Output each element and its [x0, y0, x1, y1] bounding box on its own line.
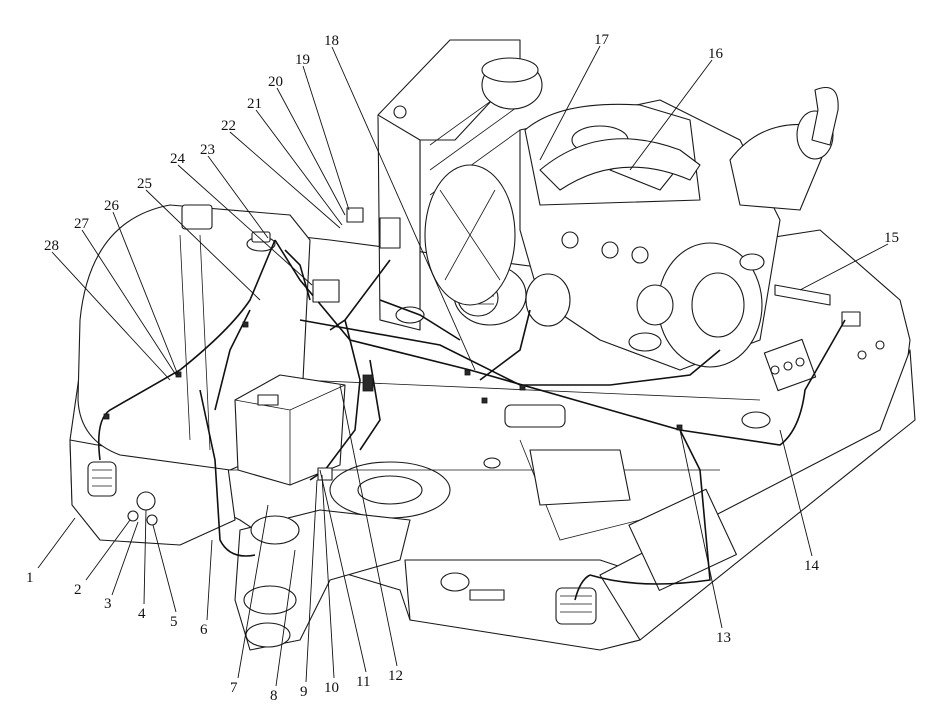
callout-10: 10 — [324, 680, 339, 696]
radiator-pack — [377, 39, 543, 331]
callout-19: 19 — [295, 52, 310, 68]
callout-2: 2 — [74, 582, 82, 598]
callout-23: 23 — [200, 142, 215, 158]
callout-14: 14 — [804, 558, 820, 574]
wiring-harness — [97, 207, 846, 601]
callout-13: 13 — [716, 630, 731, 646]
callout-18: 18 — [324, 33, 339, 49]
callout-17: 17 — [594, 32, 610, 48]
callout-5: 5 — [170, 614, 178, 630]
callout-7: 7 — [230, 680, 238, 696]
callout-22: 22 — [221, 118, 236, 134]
callout-3: 3 — [104, 596, 112, 612]
right-deck-details — [440, 284, 885, 601]
battery-box — [234, 374, 346, 486]
callout-15: 15 — [884, 230, 899, 246]
rear-light-left — [87, 461, 117, 497]
callout-28: 28 — [44, 238, 59, 254]
callout-26: 26 — [104, 198, 120, 214]
leader-lines — [37, 45, 889, 687]
callout-9: 9 — [300, 684, 308, 700]
callout-20: 20 — [268, 74, 283, 90]
engine — [395, 86, 839, 371]
callout-11: 11 — [356, 674, 370, 690]
callout-6: 6 — [200, 622, 208, 638]
callout-8: 8 — [270, 688, 278, 704]
callout-16: 16 — [708, 46, 724, 62]
connector-plug — [127, 510, 139, 522]
rear-light-right — [555, 587, 597, 625]
callout-12: 12 — [388, 668, 403, 684]
callout-labels: 1 2 3 4 5 6 7 8 9 10 11 12 13 14 15 16 1… — [26, 32, 899, 704]
callout-24: 24 — [170, 151, 186, 167]
cooling-fan — [424, 164, 516, 306]
connector-socket — [146, 514, 158, 526]
callout-21: 21 — [247, 96, 262, 112]
callout-25: 25 — [137, 176, 152, 192]
round-lamp — [136, 491, 156, 511]
callout-27: 27 — [74, 216, 90, 232]
callout-1: 1 — [26, 570, 34, 586]
callout-4: 4 — [138, 606, 146, 622]
